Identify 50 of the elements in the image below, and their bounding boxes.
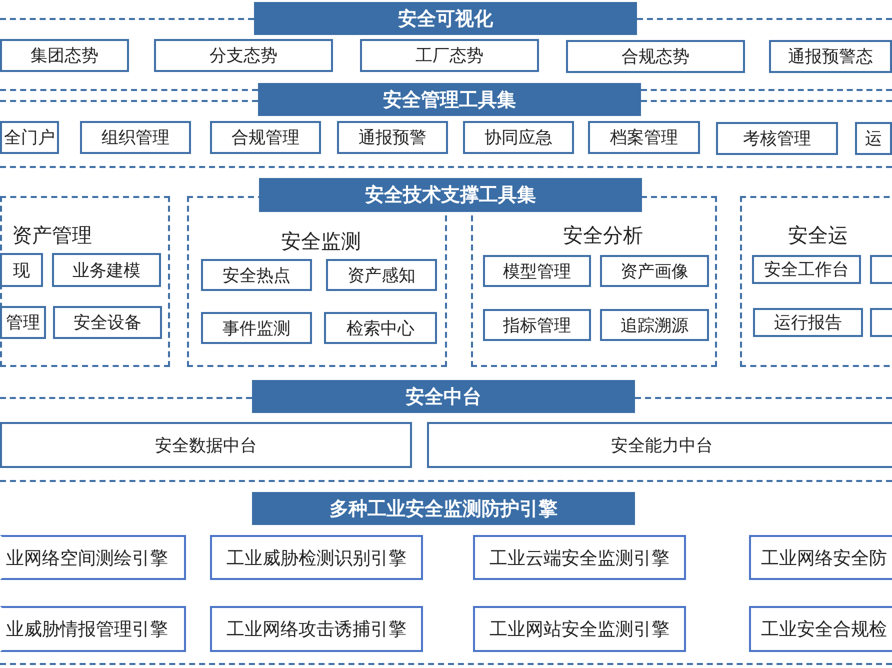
module-box: 合规管理	[210, 121, 321, 154]
engine-box: 工业威胁检测识别引擎	[210, 535, 423, 580]
engine-box: 业网络空间测绘引擎	[0, 535, 186, 580]
module-box: 业务建模	[52, 253, 161, 287]
module-box: 模型管理	[483, 255, 591, 287]
module-box: 追踪溯源	[600, 309, 709, 341]
module-box: 检索中心	[324, 312, 437, 344]
engine-box: 工业网络攻击诱捕引擎	[210, 606, 423, 652]
group-title: 资产管理	[12, 222, 92, 249]
module-box: 事件监测	[201, 312, 312, 344]
engine-box: 工业网络安全防	[749, 535, 892, 580]
group-panel	[0, 196, 170, 367]
engine-box: 工业安全合规检	[749, 606, 892, 652]
module-box: 考核管理	[716, 122, 838, 155]
section-header: 安全技术支撑工具集	[259, 178, 642, 212]
module-box: 安全工作台	[752, 255, 861, 284]
module-box: 组织管理	[80, 121, 191, 154]
module-box: 安全数据中台	[0, 422, 412, 468]
module-box: 协同应急	[463, 121, 574, 154]
module-box: 资产感知	[326, 259, 437, 291]
module-box: 安全设备	[53, 306, 162, 339]
engine-box: 工业网站安全监测引擎	[473, 606, 686, 652]
engine-box: 业威胁情报管理引擎	[0, 606, 186, 652]
module-box: 工厂态势	[360, 39, 539, 72]
section-header: 安全可视化	[254, 2, 637, 35]
module-box: 运	[855, 122, 892, 155]
module-box: 档案管理	[588, 121, 700, 154]
group-title: 安全运	[788, 222, 848, 249]
group-panel	[740, 196, 892, 367]
module-box: 指标管理	[483, 309, 591, 341]
module-box: 合规态势	[566, 40, 745, 73]
module-box: 安全热点	[201, 259, 312, 291]
module-box: 分支态势	[154, 39, 333, 72]
module-box: 资产画像	[600, 255, 709, 287]
module-box: 运行报告	[753, 308, 863, 337]
group-title: 安全分析	[563, 222, 643, 249]
module-box: 安全能力中台	[427, 422, 892, 468]
module-box: 通报预警	[337, 121, 448, 154]
module-box: 通报预警态	[769, 40, 892, 73]
section-header: 安全管理工具集	[258, 83, 641, 116]
empty-box	[870, 255, 892, 284]
module-box: 全门户	[0, 121, 59, 154]
module-box: 管理	[0, 306, 46, 339]
empty-box	[870, 308, 892, 337]
engine-box: 工业云端安全监测引擎	[473, 535, 686, 580]
group-title: 安全监测	[281, 228, 361, 255]
module-box: 现	[0, 253, 43, 287]
section-header: 安全中台	[252, 380, 635, 413]
section-header: 多种工业安全监测防护引擎	[252, 492, 635, 525]
module-box: 集团态势	[0, 39, 129, 72]
